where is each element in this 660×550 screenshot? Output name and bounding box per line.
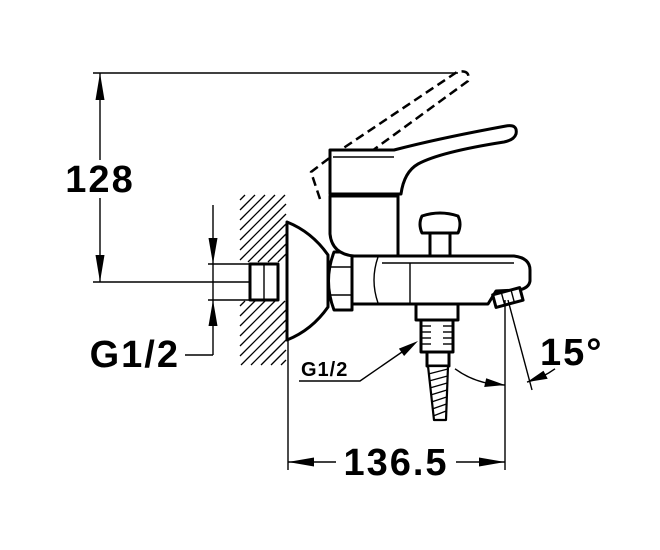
wall-hatch-line xyxy=(239,194,286,241)
hose-nut xyxy=(425,350,451,368)
height-dimension: 128 xyxy=(65,72,458,283)
inlet-thread-dimension: G1/2 xyxy=(90,205,250,376)
inlet-arrow-bottom xyxy=(208,300,218,326)
wall-hatch-lower xyxy=(239,300,287,366)
wall-hatch-upper xyxy=(239,194,287,263)
outlet-thread-label: G1/2 xyxy=(301,359,348,381)
projection-arrow-right xyxy=(479,457,505,467)
wall-hatch-line xyxy=(239,300,286,347)
wall-hatch-line xyxy=(250,329,287,366)
wall-hatch-line xyxy=(260,339,287,366)
spout-angle-dimension: 15° xyxy=(454,299,603,470)
outlet-leader-arrow xyxy=(398,341,418,356)
angle-arrow-left xyxy=(484,378,505,387)
wall-hatch-line xyxy=(239,300,276,337)
wall-hatch-line xyxy=(257,233,287,263)
outlet-thread-lines xyxy=(421,325,453,345)
diverter-knob xyxy=(418,211,462,235)
outlet-leader xyxy=(299,351,403,382)
hose-coil xyxy=(432,410,447,417)
spout-angled-line xyxy=(507,299,533,391)
wall-hatch-line xyxy=(239,194,266,221)
wall-hatch-line xyxy=(267,243,287,263)
hose-coil xyxy=(429,382,448,389)
wall-hatch-line xyxy=(239,203,287,251)
spout-angle-label: 15° xyxy=(540,332,603,374)
cartridge-housing xyxy=(328,194,400,258)
aerator-line xyxy=(510,289,516,303)
diverter-stem xyxy=(428,231,452,258)
wall-hatch-line xyxy=(277,253,287,263)
projection-dimension-label: 136.5 xyxy=(343,442,448,484)
outlet-thread xyxy=(419,318,455,354)
hose-coil xyxy=(431,403,447,410)
hose-coil xyxy=(430,389,448,396)
body-shoulder-line xyxy=(373,256,379,304)
projection-dimension: 136.5 xyxy=(287,340,505,484)
inlet-thread-label: G1/2 xyxy=(90,334,180,376)
projection-arrow-left xyxy=(288,457,314,467)
inlet-arrow-top xyxy=(208,238,218,264)
hose-coil-lines xyxy=(428,368,448,417)
hose-coil xyxy=(428,368,448,375)
lever-handle xyxy=(328,124,518,196)
wall-hatch-line xyxy=(240,319,287,366)
hose-coil xyxy=(431,396,447,403)
connection-nut xyxy=(327,250,354,312)
wall-hatch-line xyxy=(239,300,256,317)
wall-hatch-line xyxy=(280,359,287,366)
hose-coil xyxy=(428,375,448,382)
aerator-line xyxy=(500,292,506,306)
wall-hatch-line xyxy=(239,194,256,211)
outlet-nut xyxy=(414,302,460,322)
wall-hatch-line xyxy=(239,300,266,327)
wall-hatch-line xyxy=(239,194,246,201)
wall-hatch-line xyxy=(247,223,287,263)
height-arrow-top xyxy=(95,73,105,100)
height-dimension-label: 128 xyxy=(65,159,134,201)
outlet-thread-callout: G1/2 xyxy=(299,341,418,382)
wall-hatch-line xyxy=(239,300,246,307)
wall-hatch-line xyxy=(239,194,276,231)
angle-arrow-right xyxy=(527,370,548,383)
lever-raised-position xyxy=(309,70,470,200)
height-arrow-bottom xyxy=(95,255,105,282)
wall-hatch-line xyxy=(239,213,287,261)
wall-hatch-line xyxy=(239,309,287,357)
escutcheon xyxy=(285,220,330,342)
wall-hatch-line xyxy=(270,349,287,366)
